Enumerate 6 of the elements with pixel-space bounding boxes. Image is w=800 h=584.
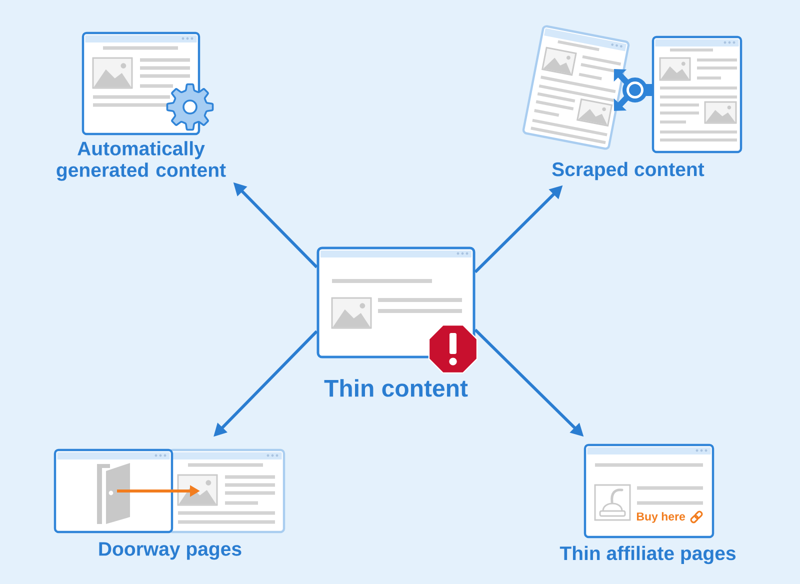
link-text: Buy here bbox=[636, 512, 686, 523]
node-label: Automatically generated content bbox=[56, 141, 226, 181]
node-label: Thin affiliate pages bbox=[560, 546, 736, 564]
node-label: Thin content bbox=[324, 379, 468, 397]
node-label: Scraped content bbox=[552, 162, 704, 180]
node-label: Doorway pages bbox=[99, 542, 242, 560]
